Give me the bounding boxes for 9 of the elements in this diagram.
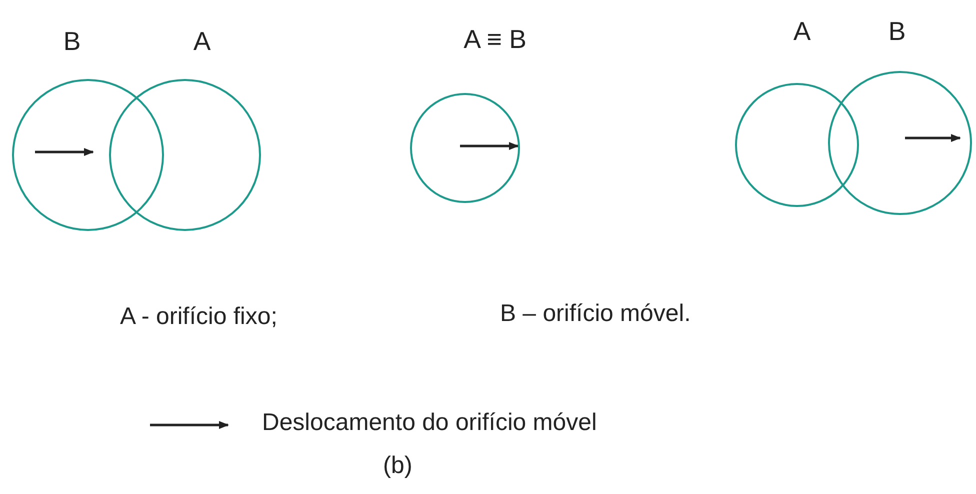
circle-label: A	[793, 16, 811, 47]
legend-text: Deslocamento do orifício móvel	[262, 409, 597, 437]
circle-label: B	[63, 26, 81, 57]
legend-note: A - orifício fixo;	[120, 303, 278, 331]
caption: (b)	[383, 452, 412, 480]
circle-label: A	[193, 26, 211, 57]
legend-note: B – orifício móvel.	[500, 300, 691, 328]
circle-label: B	[888, 16, 906, 47]
circle-label: A ≡ B	[464, 24, 526, 55]
